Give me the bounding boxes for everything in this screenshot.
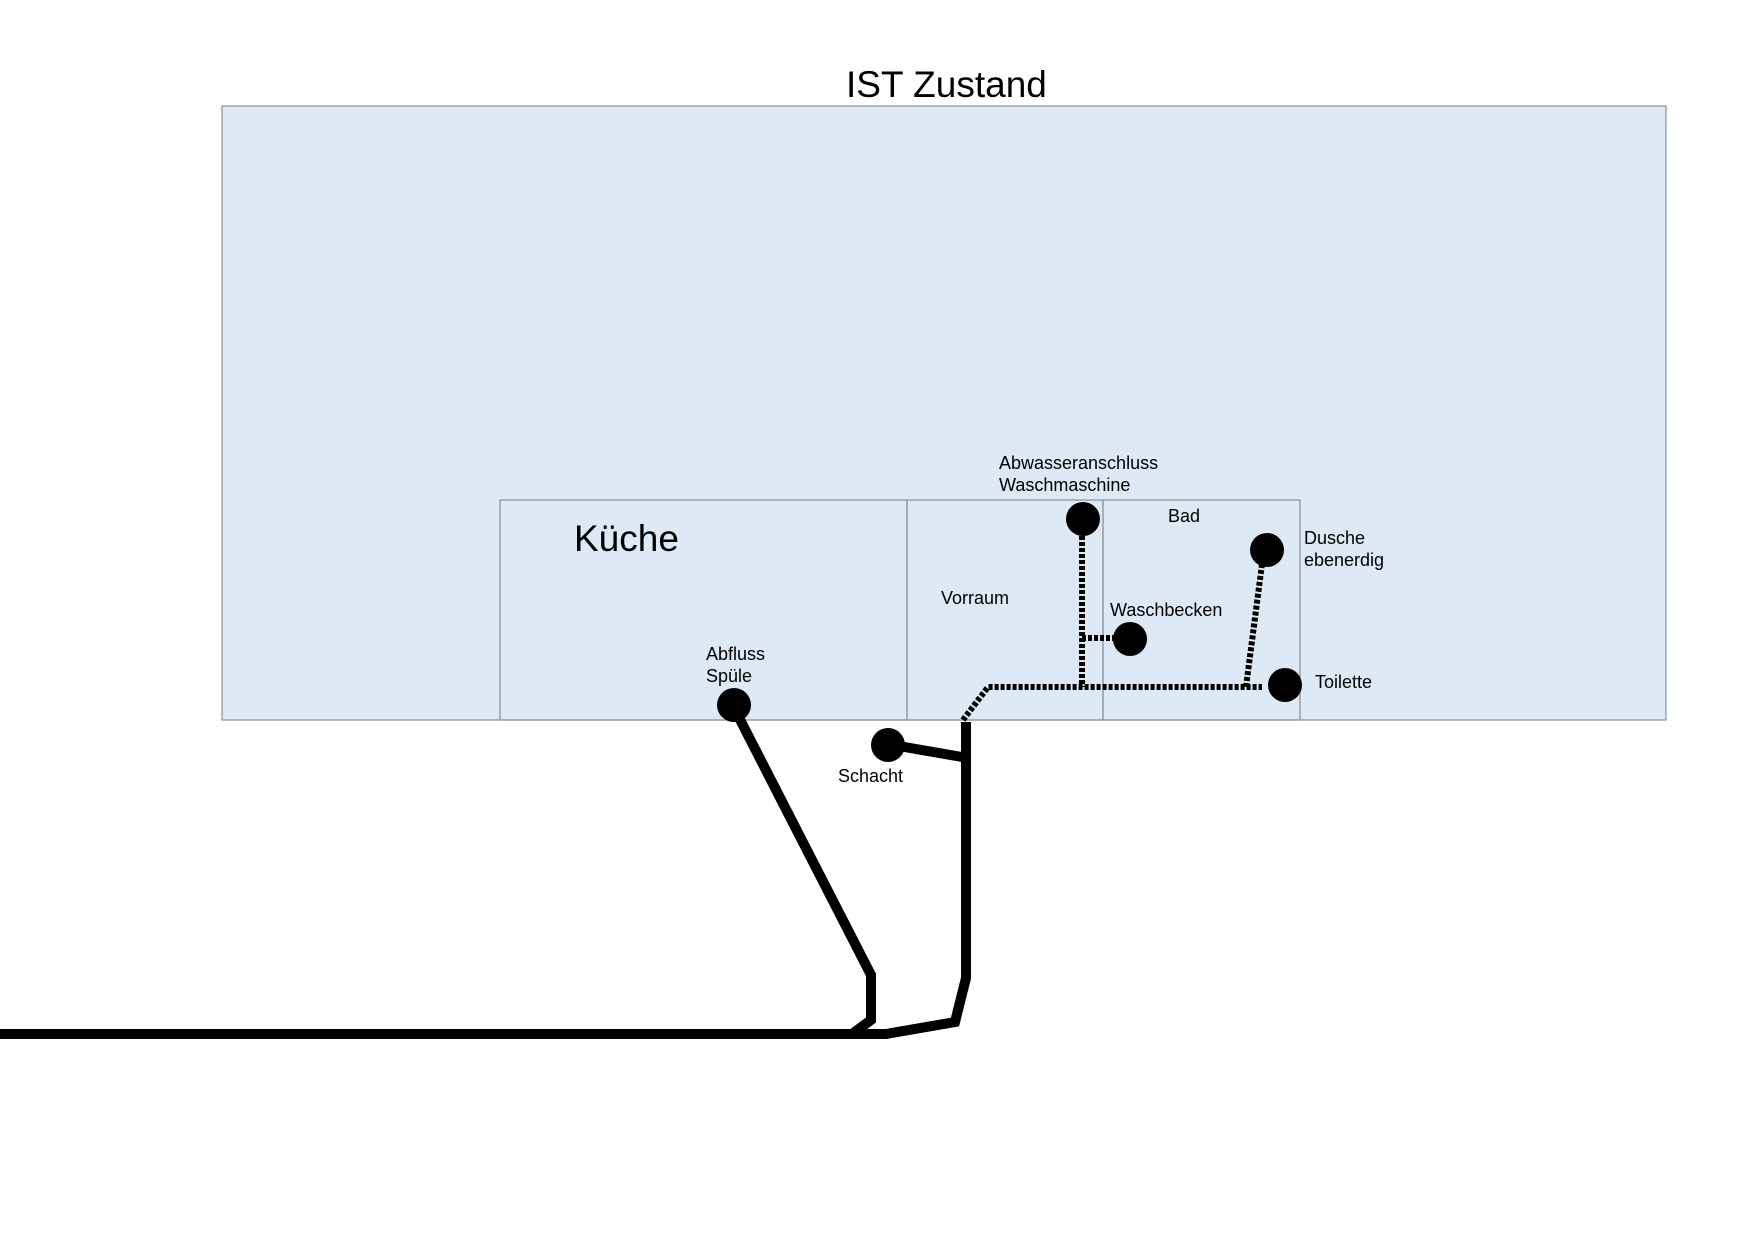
main-sewer-pipe (0, 722, 971, 1039)
label-waschmaschine: Waschmaschine (999, 475, 1130, 495)
sink-drain-pipe (727, 701, 876, 1039)
label-spuele: Spüle (706, 666, 752, 686)
solid-pipes (0, 701, 971, 1039)
room-bad (1102, 499, 1301, 721)
waschmaschine-marker[interactable] (1066, 502, 1100, 536)
room-label-vorraum: Vorraum (941, 588, 1009, 608)
abfluss-spuele-marker[interactable] (717, 688, 751, 722)
label-ebenerdig: ebenerdig (1304, 550, 1384, 570)
dashed-pipes (960, 530, 1265, 722)
bath-collector-pipe (960, 684, 1262, 722)
schacht-marker[interactable] (871, 728, 905, 762)
room-label-bad: Bad (1168, 506, 1200, 526)
toilette-marker[interactable] (1268, 668, 1302, 702)
label-abfluss: Abfluss (706, 644, 765, 664)
diagram-title: IST Zustand (846, 64, 1047, 105)
building-outline (221, 105, 1667, 721)
fixture-markers (717, 502, 1302, 762)
label-schacht: Schacht (838, 766, 903, 786)
waschbecken-marker[interactable] (1113, 622, 1147, 656)
shower-pipe (1243, 563, 1265, 688)
label-abwasseranschluss: Abwasseranschluss (999, 453, 1158, 473)
label-waschbecken: Waschbecken (1110, 600, 1222, 620)
dusche-marker[interactable] (1250, 533, 1284, 567)
room-label-kueche: Küche (574, 518, 679, 559)
label-dusche: Dusche (1304, 528, 1365, 548)
label-toilette: Toilette (1315, 672, 1372, 692)
